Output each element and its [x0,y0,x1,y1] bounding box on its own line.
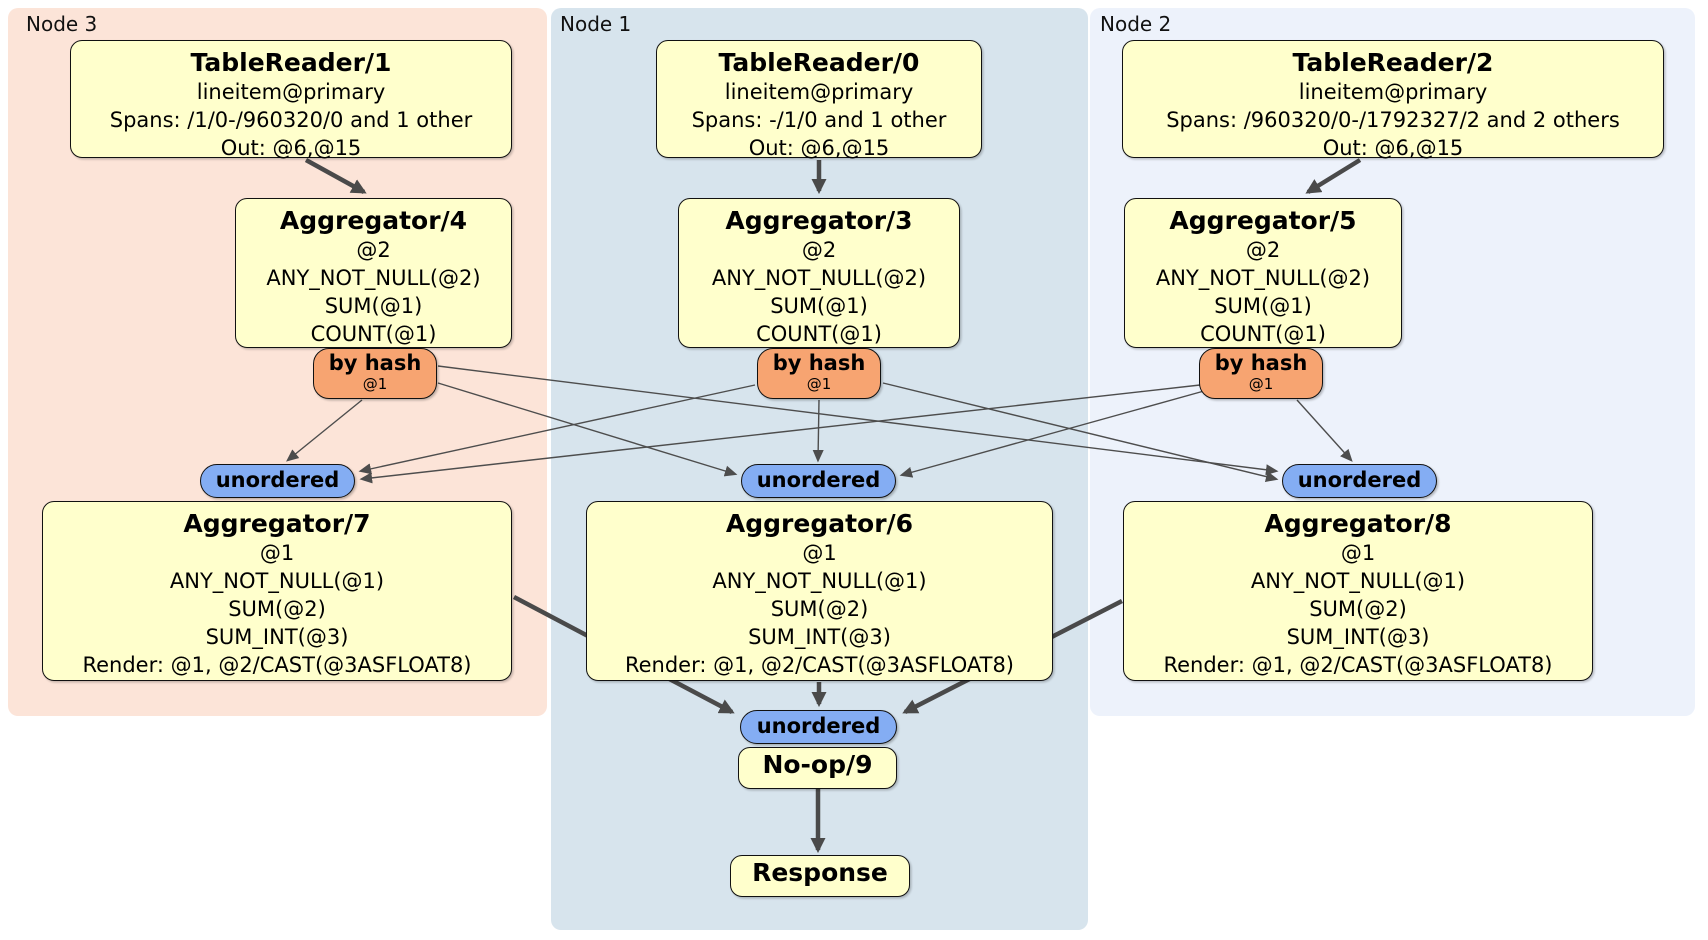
stream-unordered-node1: unordered [741,464,896,498]
edge-hash3-unordered2 [437,365,1279,476]
processor-detail: lineitem@primary [1298,80,1488,104]
router-columns: @1 [806,375,832,393]
processor-detail: lineitem@primary [724,80,914,104]
node3-label: Node 3 [26,12,98,36]
processor-title: Aggregator/7 [183,509,371,538]
processor-tablereader-2: TableReader/2 lineitem@primary Spans: /9… [1122,40,1664,160]
processor-detail: SUM_INT(@3) [1286,625,1430,649]
router-columns: @1 [362,375,388,393]
edge-hash2-unordered2 [1296,399,1353,462]
processor-detail: Out: @6,@15 [1322,136,1464,160]
processor-title: TableReader/0 [718,48,920,77]
processor-detail: ANY_NOT_NULL(@2) [266,266,481,290]
processor-detail: ANY_NOT_NULL(@1) [1250,569,1466,593]
processor-tablereader-0: TableReader/0 lineitem@primary Spans: -/… [656,40,982,160]
processor-aggregator-8: Aggregator/8 @1 ANY_NOT_NULL(@1) SUM(@2)… [1123,501,1593,681]
processor-detail: @1 [802,541,837,565]
processor-detail: Out: @6,@15 [220,136,362,160]
processor-detail: Render: @1, @2/CAST(@3ASFLOAT8) [82,653,472,677]
processor-detail: @1 [259,541,295,565]
edge-hash1-unordered1 [812,399,824,463]
processor-detail: SUM(@2) [1309,597,1407,621]
node2-label: Node 2 [1100,12,1172,36]
router-label: by hash [772,351,866,375]
processor-aggregator-7: Aggregator/7 @1 ANY_NOT_NULL(@1) SUM(@2)… [42,501,512,681]
processor-detail: Render: @1, @2/CAST(@3ASFLOAT8) [1163,653,1553,677]
processor-detail: SUM(@2) [228,597,326,621]
processor-detail: ANY_NOT_NULL(@1) [169,569,385,593]
edge-hash1-unordered2 [882,382,1279,482]
processor-detail: SUM(@1) [324,294,423,318]
processor-title: Aggregator/8 [1264,509,1452,538]
response-box: Response [730,855,910,897]
processor-title: Aggregator/5 [1169,206,1357,235]
processor-detail: COUNT(@1) [310,322,437,346]
edge-hash3-unordered3 [286,399,363,462]
processor-detail: Spans: /960320/0-/1792327/2 and 2 others [1166,108,1620,132]
processor-detail: ANY_NOT_NULL(@1) [712,569,927,593]
processor-title: Aggregator/3 [725,206,913,235]
edge-tablereader2-aggregator5 [1305,158,1362,194]
router-columns: @1 [1248,375,1274,393]
processor-title: Response [752,858,888,887]
edge-hash2-unordered3 [359,384,1201,484]
processor-detail: lineitem@primary [196,80,386,104]
processor-detail: @2 [1245,238,1281,262]
processor-title: TableReader/1 [190,48,392,77]
stream-unordered-final: unordered [740,710,897,744]
processor-noop-9: No-op/9 [738,747,897,789]
processor-detail: COUNT(@1) [1200,322,1326,346]
processor-aggregator-3: Aggregator/3 @2 ANY_NOT_NULL(@2) SUM(@1)… [678,198,960,348]
stream-unordered-node3: unordered [200,464,355,498]
router-by-hash-node3: by hash @1 [313,348,437,399]
processor-detail: Spans: /1/0-/960320/0 and 1 other [109,108,473,132]
processor-detail: @2 [356,238,391,262]
processor-detail: SUM(@1) [770,294,868,318]
processor-title: Aggregator/4 [279,206,468,235]
edge-hash1-unordered3 [358,384,756,475]
node1-label: Node 1 [560,12,632,36]
processor-detail: ANY_NOT_NULL(@2) [711,266,927,290]
edge-tablereader1-aggregator4 [304,158,367,194]
processor-detail: @1 [1340,541,1376,565]
router-by-hash-node2: by hash @1 [1199,348,1323,399]
processor-title: Aggregator/6 [725,509,914,538]
processor-detail: ANY_NOT_NULL(@2) [1155,266,1371,290]
processor-title: TableReader/2 [1292,48,1494,77]
router-by-hash-node1: by hash @1 [757,348,881,399]
processor-detail: Spans: -/1/0 and 1 other [691,108,947,132]
stream-unordered-node2: unordered [1282,464,1437,498]
router-label: by hash [1214,351,1308,375]
processor-title: No-op/9 [762,750,873,779]
processor-detail: SUM(@2) [770,597,869,621]
processor-detail: SUM_INT(@3) [748,625,891,649]
processor-detail: Render: @1, @2/CAST(@3ASFLOAT8) [624,653,1015,677]
processor-aggregator-5: Aggregator/5 @2 ANY_NOT_NULL(@2) SUM(@1)… [1124,198,1402,348]
processor-detail: SUM_INT(@3) [205,625,349,649]
router-label: by hash [328,351,422,375]
processor-tablereader-1: TableReader/1 lineitem@primary Spans: /1… [70,40,512,160]
processor-aggregator-6: Aggregator/6 @1 ANY_NOT_NULL(@1) SUM(@2)… [586,501,1053,681]
processor-detail: COUNT(@1) [756,322,882,346]
processor-aggregator-4: Aggregator/4 @2 ANY_NOT_NULL(@2) SUM(@1)… [235,198,512,348]
edge-hash3-unordered1 [437,382,738,477]
processor-detail: Out: @6,@15 [748,136,890,160]
edge-hash2-unordered1 [899,390,1205,478]
processor-detail: @2 [801,238,837,262]
processor-detail: SUM(@1) [1214,294,1312,318]
